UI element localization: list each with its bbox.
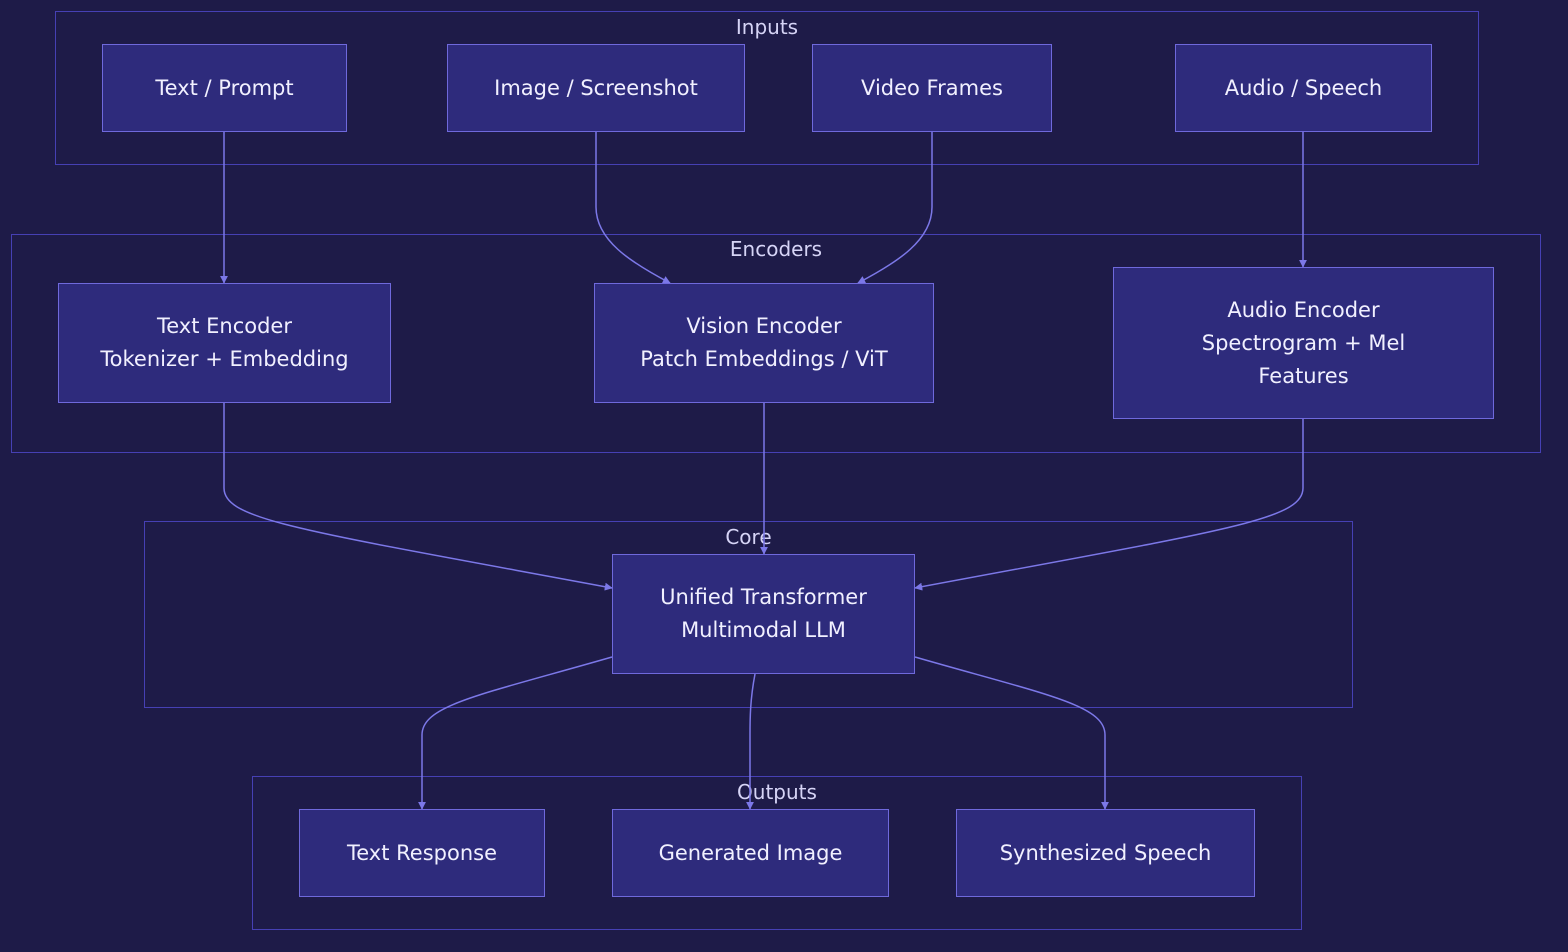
group-title-inputs: Inputs [735, 15, 799, 39]
node-sublabel: Features [1258, 363, 1349, 388]
node-label: Unified Transformer [660, 585, 867, 609]
node-label: Audio Encoder [1227, 297, 1380, 322]
node-sublabel: Multimodal LLM [681, 618, 846, 642]
edge-unified-transformer-to-text-response [418, 656, 613, 810]
group-title-core: Core [725, 525, 772, 549]
edge-unified-transformer-to-generated-image [746, 673, 756, 810]
node-audio-speech: Audio / Speech [1175, 44, 1432, 132]
edge-text-encoder-to-unified-transformer [223, 403, 613, 591]
group-title-encoders: Encoders [729, 237, 823, 261]
node-unified-transformer: Unified Transformer Multimodal LLM [612, 554, 915, 674]
node-synthesized-speech: Synthesized Speech [956, 809, 1255, 897]
node-label: Generated Image [658, 840, 843, 865]
node-image-screenshot: Image / Screenshot [447, 44, 745, 132]
node-label: Text Response [346, 840, 497, 865]
node-sublabel: Patch Embeddings / ViT [640, 347, 888, 371]
node-label: Video Frames [861, 75, 1003, 100]
node-sublabel: Spectrogram + Mel [1201, 330, 1406, 355]
node-video-frames: Video Frames [812, 44, 1052, 132]
edge-audio-encoder-to-unified-transformer [914, 419, 1304, 591]
node-label: Image / Screenshot [494, 75, 698, 100]
node-label: Text Encoder [156, 314, 292, 338]
node-sublabel: Tokenizer + Embedding [100, 347, 349, 371]
group-outputs: Outputs [252, 776, 1302, 930]
node-label: Vision Encoder [686, 314, 842, 338]
edge-video-frames-to-vision-encoder [857, 131, 933, 284]
node-text-response: Text Response [299, 809, 545, 897]
node-vision-encoder: Vision Encoder Patch Embeddings / ViT [594, 283, 934, 403]
group-title-outputs: Outputs [737, 780, 817, 804]
node-label: Audio / Speech [1224, 75, 1383, 100]
node-generated-image: Generated Image [612, 809, 889, 897]
node-label: Synthesized Speech [999, 840, 1212, 865]
group-encoders: Encoders [11, 234, 1541, 453]
node-text-encoder: Text Encoder Tokenizer + Embedding [58, 283, 391, 403]
group-inputs: Inputs [55, 11, 1479, 165]
group-core: Core [144, 521, 1353, 708]
node-text-prompt: Text / Prompt [102, 44, 347, 132]
node-label: Text / Prompt [155, 75, 294, 100]
edge-image-screenshot-to-vision-encoder [595, 131, 671, 284]
edge-unified-transformer-to-synthesized-speech [914, 656, 1109, 810]
node-audio-encoder: Audio Encoder Spectrogram + Mel Features [1113, 267, 1494, 419]
